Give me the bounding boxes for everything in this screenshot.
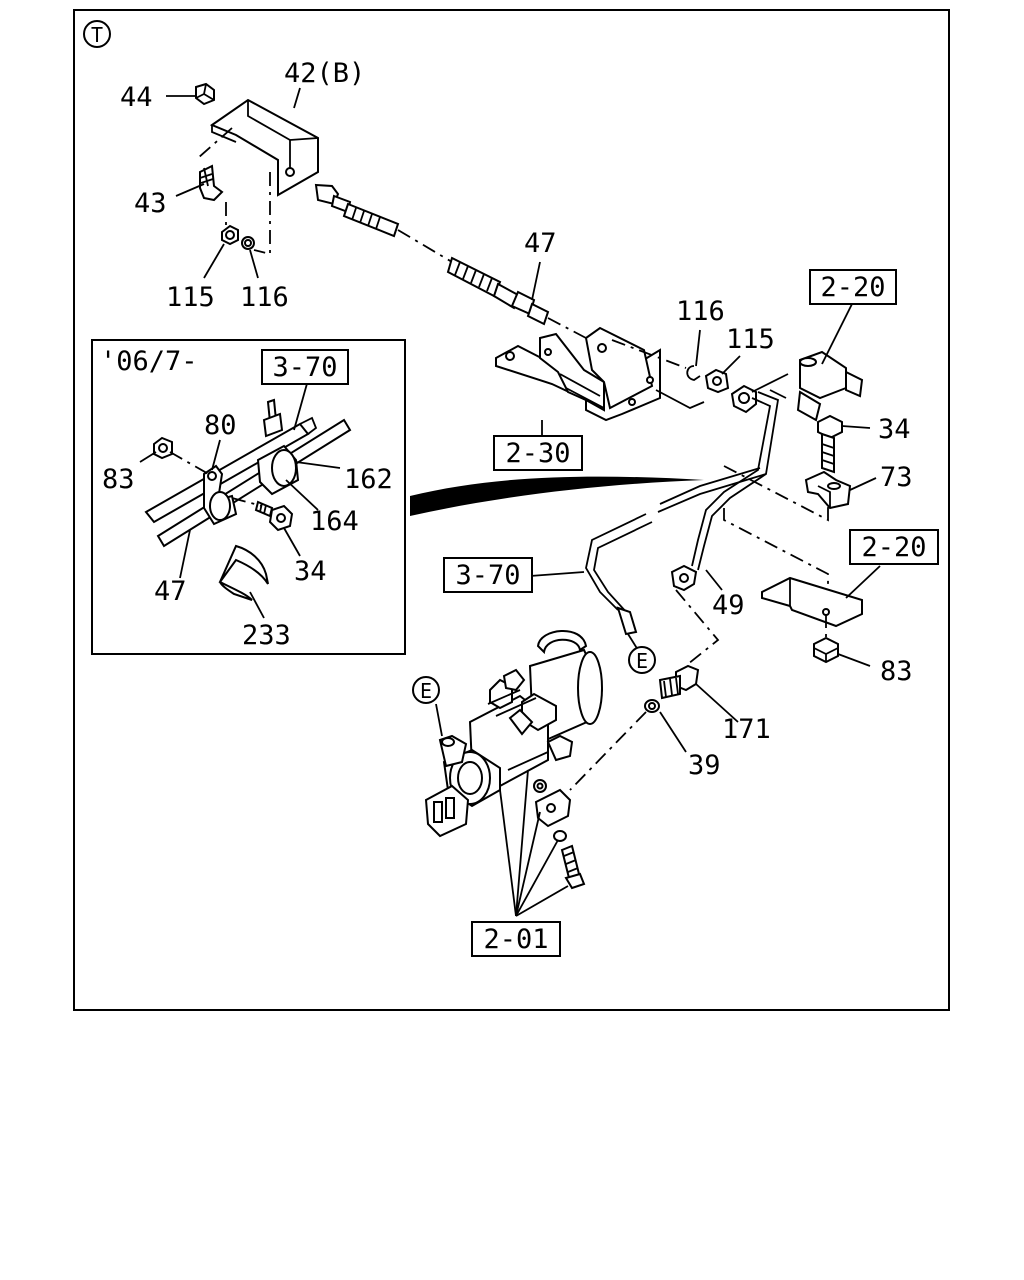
brake-pipes bbox=[585, 373, 789, 615]
inset-nut-83 bbox=[153, 436, 173, 460]
booster-fitting-block bbox=[534, 788, 572, 828]
label-47-top: 47 bbox=[524, 228, 557, 259]
ref-box-3-70-inset-text: 3-70 bbox=[272, 352, 337, 383]
nut-44 bbox=[195, 82, 215, 106]
inset-pipes bbox=[144, 416, 352, 548]
label-34-right: 34 bbox=[878, 414, 911, 445]
ref-box-2-20-mid-text: 2-20 bbox=[861, 532, 926, 563]
connector-mark-e-right-letter: E bbox=[636, 649, 648, 673]
label-80: 80 bbox=[204, 410, 237, 441]
nut-115-mid bbox=[704, 368, 730, 394]
ref-box-2-20-mid: 2-20 bbox=[849, 529, 939, 565]
inset-frame bbox=[91, 339, 406, 655]
fitting-49 bbox=[670, 564, 698, 592]
cable-end-lower bbox=[446, 256, 550, 326]
section-mark: T bbox=[83, 20, 111, 48]
label-164: 164 bbox=[310, 506, 359, 537]
bracket-42b bbox=[209, 98, 319, 197]
label-116-mid: 116 bbox=[676, 296, 725, 327]
pipe-end-e bbox=[616, 606, 638, 636]
label-42b: 42(B) bbox=[284, 58, 365, 89]
bolt-43 bbox=[199, 164, 224, 202]
clip-116-mid bbox=[686, 365, 701, 381]
inset-clamp-tab bbox=[262, 398, 284, 438]
inset-pointer-arrow bbox=[410, 476, 704, 516]
tee-fitting-2-20 bbox=[796, 350, 864, 422]
ref-box-2-30-text: 2-30 bbox=[505, 438, 570, 469]
cable-end-upper bbox=[314, 183, 400, 238]
ref-box-3-70-main: 3-70 bbox=[443, 557, 533, 593]
booster-unit bbox=[424, 630, 604, 838]
ref-box-2-01-text: 2-01 bbox=[483, 924, 548, 955]
washer-115-top bbox=[221, 224, 239, 246]
clamp-73 bbox=[804, 470, 852, 510]
label-49: 49 bbox=[712, 590, 745, 621]
inset-note: '06/7- bbox=[100, 346, 198, 377]
label-47-inset: 47 bbox=[154, 576, 187, 607]
connector-mark-e-right: E bbox=[628, 646, 656, 674]
label-39: 39 bbox=[688, 750, 721, 781]
section-mark-letter: T bbox=[91, 23, 103, 47]
ref-box-2-30: 2-30 bbox=[493, 435, 583, 471]
diagram-frame bbox=[73, 9, 950, 1011]
label-162: 162 bbox=[344, 464, 393, 495]
label-233: 233 bbox=[242, 620, 291, 651]
booster-washer bbox=[553, 830, 567, 842]
label-171: 171 bbox=[722, 714, 771, 745]
label-73: 73 bbox=[880, 462, 913, 493]
label-83-inset: 83 bbox=[102, 464, 135, 495]
connector-mark-e-left-letter: E bbox=[420, 679, 432, 703]
inset-bolt-34 bbox=[254, 500, 294, 532]
flare-nut bbox=[730, 384, 757, 414]
bolt-34-right bbox=[817, 414, 843, 474]
label-116-top: 116 bbox=[240, 282, 289, 313]
ref-box-2-01: 2-01 bbox=[471, 921, 561, 957]
nut-83-right bbox=[813, 636, 839, 664]
ref-box-3-70-inset: 3-70 bbox=[261, 349, 349, 385]
connector-mark-e-left: E bbox=[412, 676, 440, 704]
inset-band-233 bbox=[218, 544, 269, 601]
leader-lines bbox=[139, 87, 881, 917]
washer-116-top bbox=[241, 236, 255, 250]
label-115-top: 115 bbox=[166, 282, 215, 313]
bracket-2-30 bbox=[495, 326, 661, 422]
ref-box-3-70-main-text: 3-70 bbox=[455, 560, 520, 591]
fitting-171 bbox=[658, 664, 700, 700]
washer-39 bbox=[644, 699, 660, 713]
label-34-inset: 34 bbox=[294, 556, 327, 587]
label-115-mid: 115 bbox=[726, 324, 775, 355]
label-44: 44 bbox=[120, 82, 153, 113]
label-43: 43 bbox=[134, 188, 167, 219]
ref-box-2-20-top: 2-20 bbox=[809, 269, 897, 305]
booster-bolt bbox=[560, 844, 586, 890]
bracket-2-20-mid bbox=[761, 576, 863, 628]
ref-box-2-20-top-text: 2-20 bbox=[820, 272, 885, 303]
inset-clip-80 bbox=[203, 464, 238, 526]
label-83-right: 83 bbox=[880, 656, 913, 687]
